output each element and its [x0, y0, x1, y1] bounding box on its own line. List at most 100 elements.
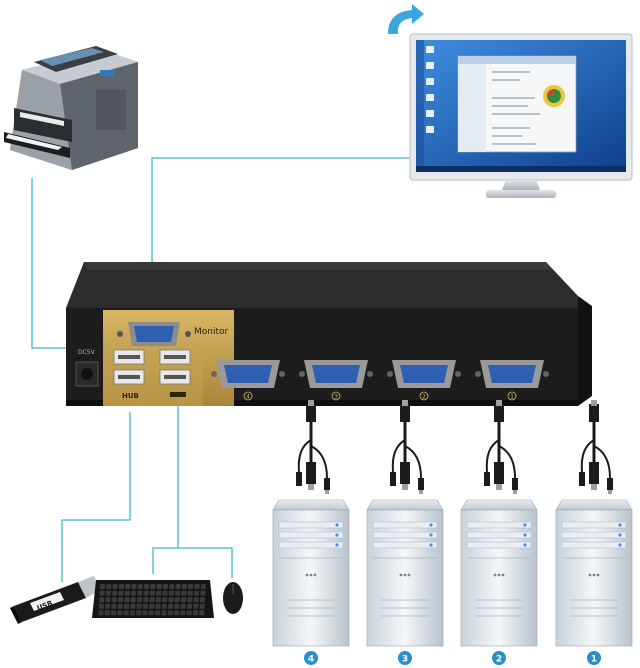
- keyboard-key: [137, 584, 143, 589]
- keyboard-key: [200, 584, 206, 589]
- keyboard-key: [163, 584, 168, 589]
- keyboard-key: [130, 597, 136, 603]
- keyboard-key: [161, 610, 167, 616]
- keyboard-key: [136, 603, 142, 609]
- keyboard-key: [175, 590, 181, 596]
- server-badge-label: 3: [402, 655, 408, 665]
- vga-cable-icon: [484, 400, 518, 494]
- vga-port-3: [299, 360, 373, 388]
- printer-icon: [4, 46, 138, 170]
- keyboard-key: [167, 610, 173, 616]
- keyboard-key: [136, 610, 142, 616]
- keyboard-key: [99, 597, 105, 603]
- keyboard-key: [143, 597, 149, 603]
- keyboard-key: [181, 584, 187, 589]
- keyboard-key: [180, 610, 186, 616]
- keyboard-key: [168, 590, 174, 596]
- keyboard-key: [118, 584, 124, 589]
- keyboard-key: [98, 610, 104, 616]
- keyboard-key: [124, 590, 130, 596]
- keyboard-icon: [92, 580, 214, 618]
- keyboard-key: [117, 603, 123, 609]
- keyboard-key: [169, 584, 175, 589]
- server-badges: 4 3 2 1: [304, 651, 601, 665]
- keyboard-key: [131, 584, 137, 589]
- keyboard-key: [104, 610, 110, 616]
- keyboard-key: [100, 584, 105, 589]
- keyboard-key: [118, 597, 124, 603]
- monitor-icon: [409, 33, 633, 198]
- port-number-labels: 4 3 2 1: [243, 391, 517, 401]
- power-jack: [75, 361, 99, 387]
- vga-port-monitor: [117, 322, 191, 346]
- server-badge-label: 2: [496, 655, 502, 665]
- keyboard-key: [156, 584, 162, 589]
- keyboard-key: [111, 603, 117, 609]
- keyboard-key: [200, 597, 205, 603]
- system-properties-window: [457, 55, 577, 153]
- server-tower-2: [460, 499, 538, 647]
- keyboard-key: [112, 584, 118, 589]
- vga-cables: [296, 400, 613, 494]
- keyboard-key: [188, 584, 194, 589]
- keyboard-key: [106, 584, 112, 589]
- vga-cable-icon: [296, 400, 330, 494]
- mouse-line: [178, 547, 233, 578]
- keyboard-key: [143, 590, 149, 596]
- keyboard-key: [181, 590, 187, 596]
- keyboard-key: [131, 590, 137, 596]
- kvm-top-surface: [66, 262, 578, 316]
- keyboard-key: [142, 603, 148, 609]
- kvm-switch: Monitor DC5V HUB: [66, 262, 592, 406]
- port-label-3: 3: [334, 394, 338, 401]
- keyboard-key: [123, 610, 129, 616]
- vga-port-2: [387, 360, 461, 388]
- desktop-icons: [426, 46, 434, 133]
- vga-port-1: [475, 360, 549, 388]
- keyboard-key: [199, 610, 205, 616]
- keyboard-key: [199, 603, 205, 609]
- keyboard-key: [130, 603, 136, 609]
- server-tower-4: [272, 499, 350, 647]
- keyboard-key: [192, 610, 198, 616]
- server-badge-4: 4: [304, 651, 318, 665]
- keyboard-key: [149, 597, 155, 603]
- port-label-1: 1: [510, 394, 514, 401]
- vga-cable-icon: [579, 400, 613, 494]
- keyboard-key: [111, 610, 116, 616]
- keyboard-key: [168, 603, 174, 609]
- keyboard-key: [180, 603, 186, 609]
- server-tower-1: [555, 499, 633, 647]
- servers: [272, 499, 633, 647]
- keyboard-key: [148, 610, 154, 616]
- keyboard-key: [99, 590, 105, 596]
- keyboard-key: [174, 597, 180, 603]
- port-label-4: 4: [246, 394, 250, 401]
- keyboard-key: [150, 584, 156, 589]
- keyboard-key: [161, 603, 167, 609]
- keyboard-key: [105, 597, 111, 603]
- keyboard-key: [187, 597, 193, 603]
- keyboard-key: [124, 603, 129, 609]
- keyboard-key: [194, 584, 200, 589]
- keyboard-mini-icon: [170, 392, 186, 397]
- keyboard-key: [137, 597, 142, 603]
- vga-cable-icon: [390, 400, 424, 494]
- keyboard-key: [187, 603, 192, 609]
- server-badge-3: 3: [398, 651, 412, 665]
- keyboard-key: [112, 590, 118, 596]
- keyboard-key: [156, 590, 162, 596]
- keyboard-key: [194, 590, 200, 596]
- server-badge-2: 2: [492, 651, 506, 665]
- usb-drive-line: [61, 412, 131, 582]
- monitor-label: Monitor: [194, 327, 229, 337]
- keyboard-key: [174, 610, 179, 616]
- keyboard-key: [142, 610, 148, 616]
- server-badge-1: 1: [587, 651, 601, 665]
- refresh-arrow-icon: [388, 4, 424, 34]
- keyboard-key: [149, 603, 155, 609]
- keyboard-key: [162, 597, 168, 603]
- keyboard-key: [129, 610, 135, 616]
- keyboard-key: [118, 590, 124, 596]
